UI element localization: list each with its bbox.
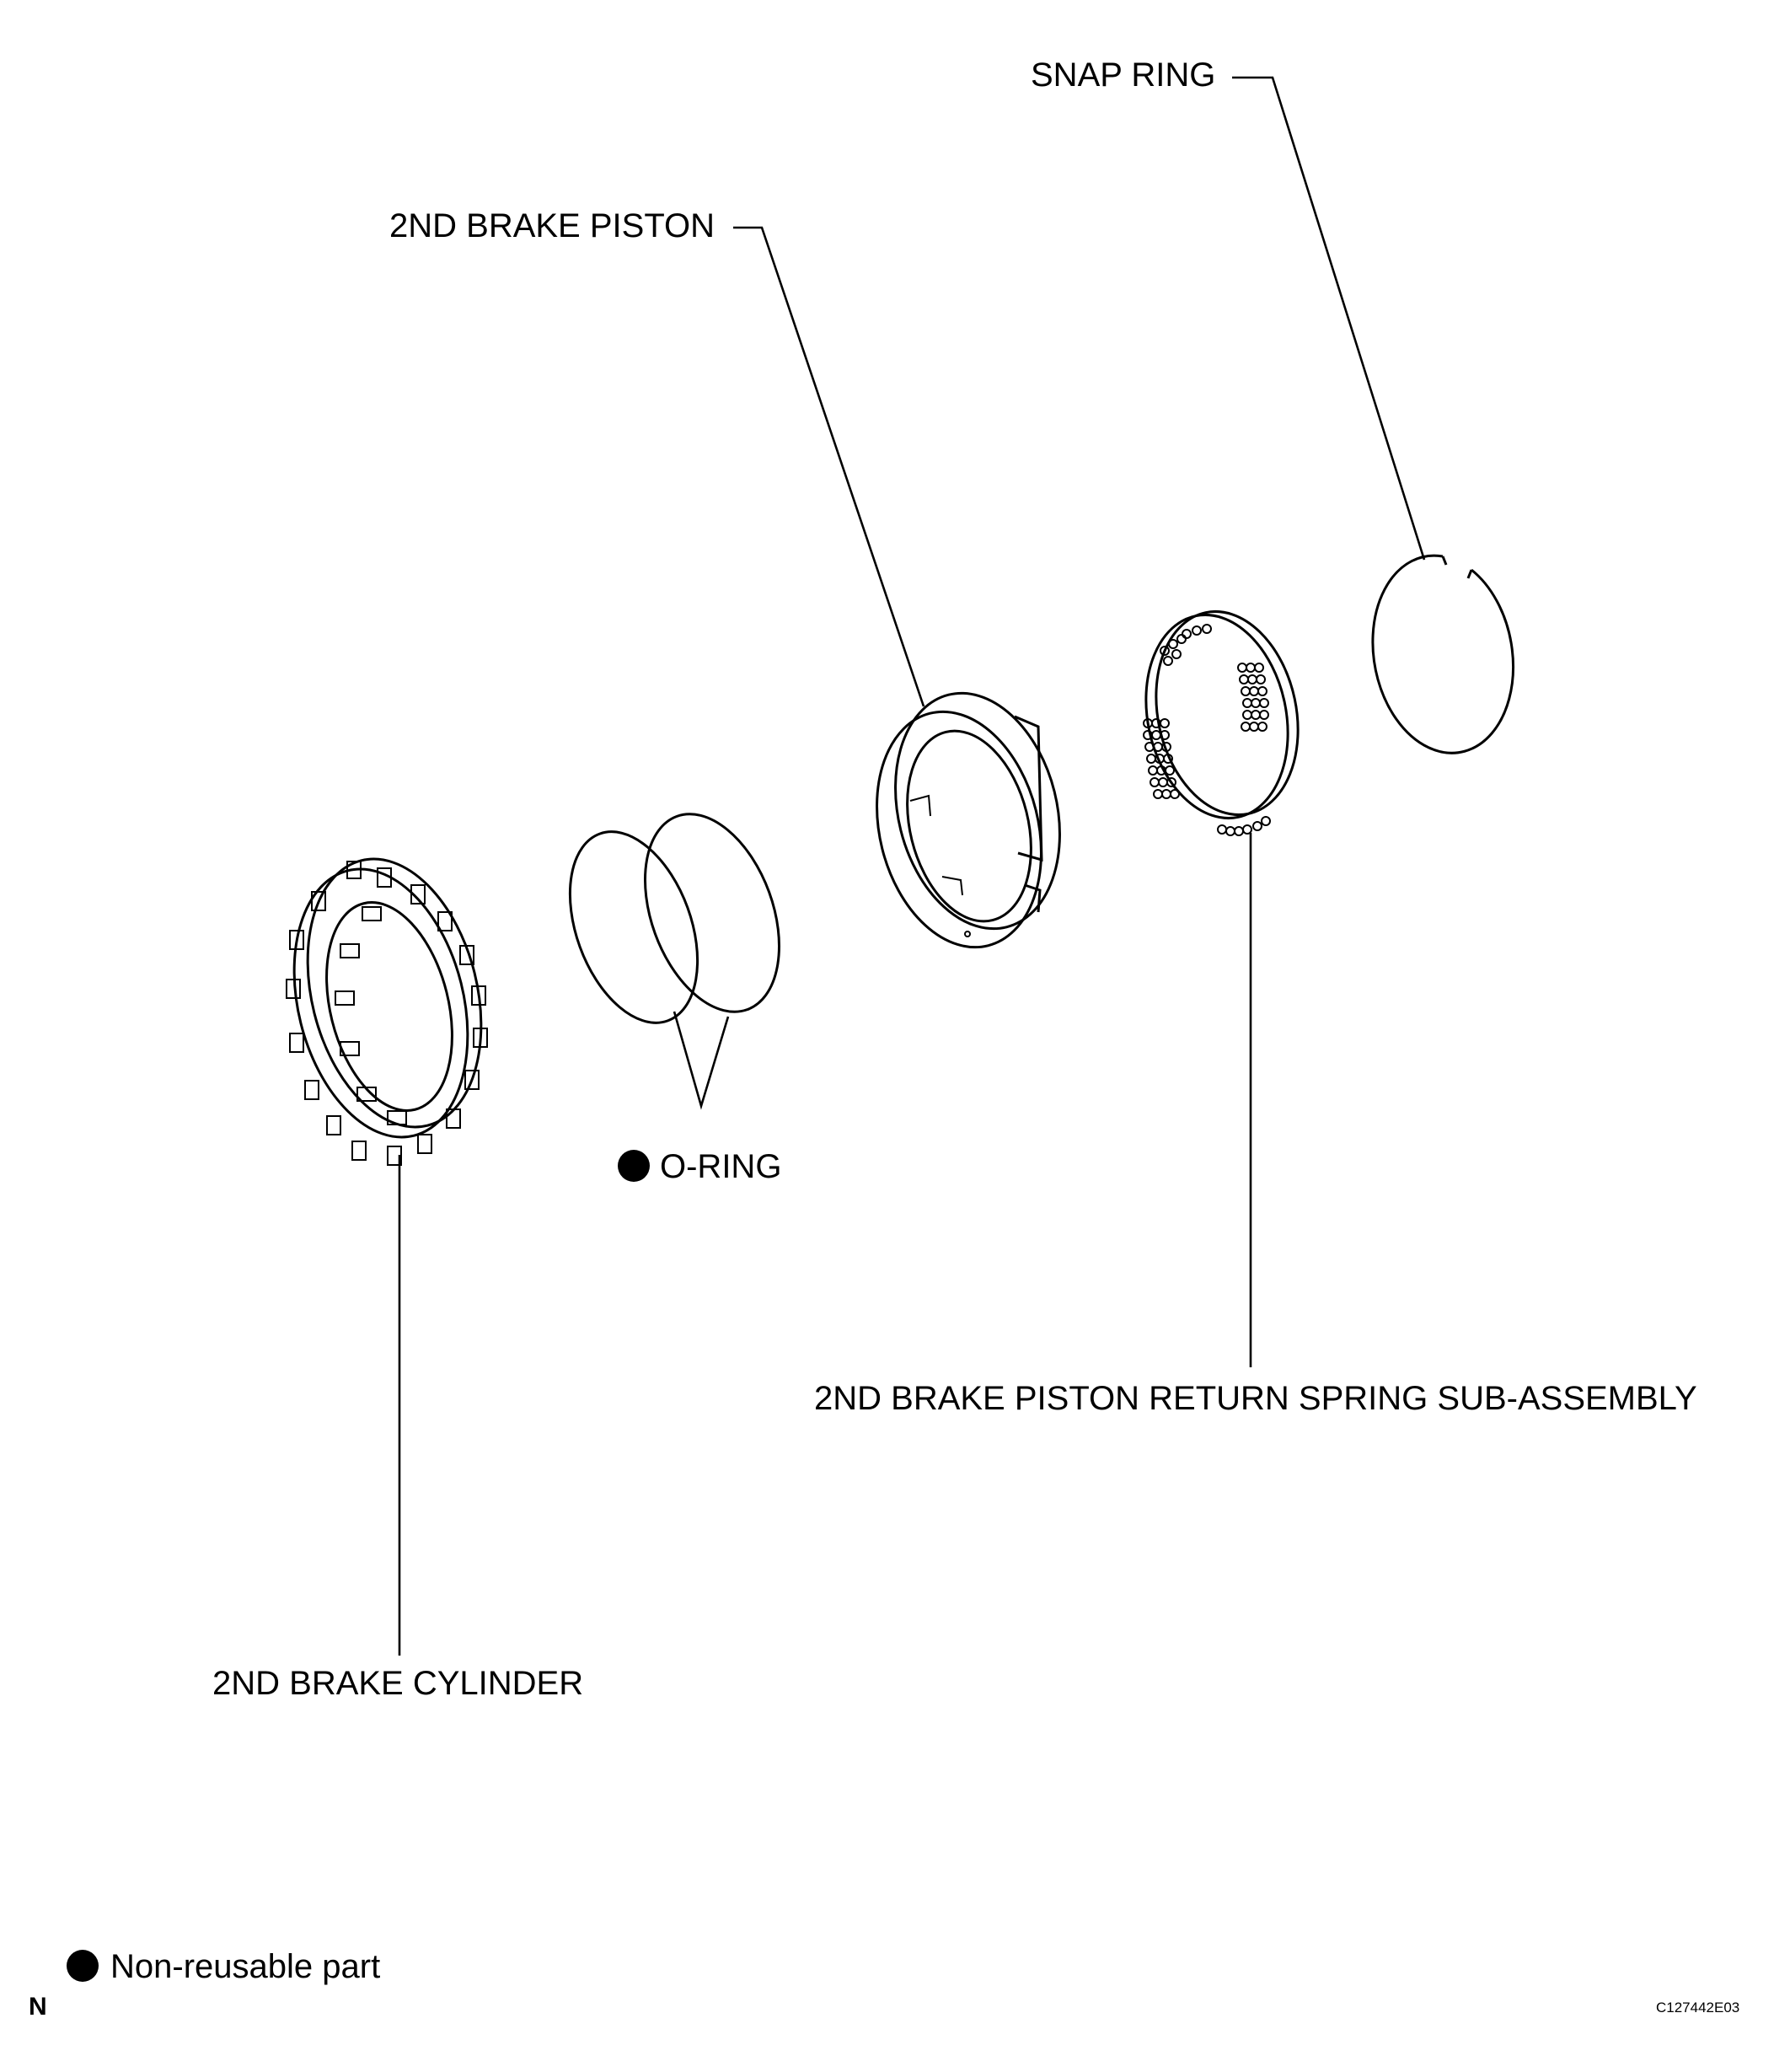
legend-text: Non-reusable part bbox=[110, 1948, 380, 1985]
o-ring-label: O-RING bbox=[660, 1148, 781, 1185]
o-ring-leader bbox=[673, 1011, 730, 1110]
brake-cylinder-label: 2ND BRAKE CYLINDER bbox=[212, 1665, 583, 1702]
figure-code: C127442E03 bbox=[1656, 2000, 1739, 2016]
brake-piston-leader bbox=[733, 226, 925, 707]
snap-ring-label: SNAP RING bbox=[1031, 56, 1215, 94]
snap-ring-leader bbox=[1232, 76, 1426, 561]
return-spring-label: 2ND BRAKE PISTON RETURN SPRING SUB-ASSEM… bbox=[814, 1380, 1697, 1417]
brake-piston-label: 2ND BRAKE PISTON bbox=[389, 207, 715, 244]
return-spring-part bbox=[1143, 609, 1300, 836]
brake-piston-part bbox=[876, 691, 1061, 949]
o-ring-non-reusable-mark bbox=[618, 1150, 650, 1182]
brake-cylinder-part bbox=[286, 857, 488, 1166]
snap-ring-part bbox=[1371, 554, 1515, 754]
legend-non-reusable-mark bbox=[67, 1950, 99, 1982]
o-ring-part bbox=[568, 813, 780, 1024]
corner-mark: N bbox=[29, 1993, 47, 2021]
